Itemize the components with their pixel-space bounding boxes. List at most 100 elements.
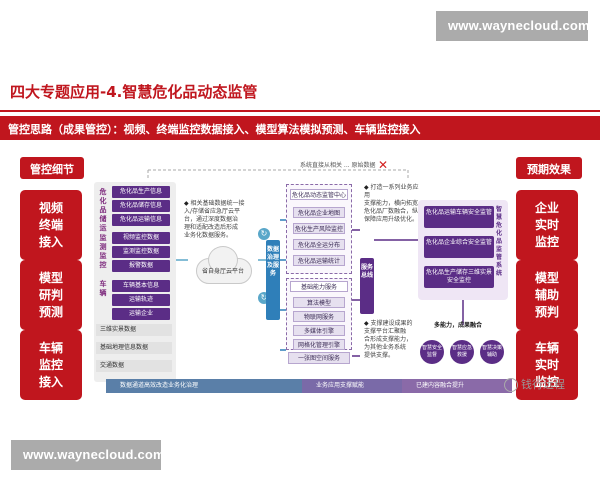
left-box-line: 终端 (38, 217, 63, 232)
refresh-icon: ↻ (258, 228, 270, 240)
right-box-line: 模型 (534, 270, 559, 285)
bottom-bar-support: 业务应用支撑赋能 (302, 379, 402, 393)
fusion-label: 多能力，成果融合 (434, 322, 483, 329)
left-box-video: 视频终端接入 (20, 190, 82, 260)
top-flow-label: 系统直接从相关 ... 原始数据 (300, 162, 376, 169)
note-app-capability: ◆ 打造一系列业务应用 支撑能力，横向拓宽 危化品厂数融合，纵向 保障应用升级优… (364, 184, 425, 223)
architecture-diagram: 系统直接从相关 ... 原始数据 ✕ 危化品储运 危化品生产信息 危化品储存信息… (88, 158, 512, 400)
center-item: 危化品运输统计 (293, 255, 345, 266)
page-title: 四大专题应用-4.智慧危化品动态监管 (10, 83, 258, 101)
supervision-system-panel: 智慧危化品监管系统 危化品运输车辆安全监管 危化品企业综合安全监管 危化品生产储… (418, 200, 508, 300)
left-header: 管控细节 (20, 157, 84, 179)
note-line: 合形成支撑能力， (364, 336, 413, 343)
note-line: 危化品厂数融合，纵向 (364, 208, 425, 215)
capability-item: 物联网服务 (293, 311, 345, 322)
logo-icon (504, 378, 518, 392)
note-data-integration: ◆ 相关基础数据统一接 入/存储省应急厅云平 台，通过深度数据治 理和适配改造后… (184, 200, 245, 239)
source-item: 危化品储存信息 (112, 200, 170, 212)
top-flow: 系统直接从相关 ... 原始数据 ✕ (178, 158, 478, 172)
hex-decision: 智慧决策辅助 (480, 340, 504, 364)
cloud-platform-icon: 省自身厅云平台 (188, 246, 258, 286)
note-support: ◆ 支撑建设成果的 支撑平台汇聚融 合形成支撑能力， 为其他业务系统 提供支撑。 (364, 320, 413, 359)
bottom-bar-fusion: 已建内容融合提升 (402, 379, 512, 393)
note-line: 业务化数据服务。 (184, 232, 233, 239)
right-box-line: 车辆 (534, 340, 559, 355)
supervision-center-box: 危化品动态监管中心 危化品企业地图 危化生产风险监控 危化品全运分布 危化品运输… (286, 184, 352, 274)
platform-label: 智慧危化品监管系统 (496, 206, 503, 277)
right-box-line: 辅助 (534, 287, 559, 302)
right-box-line: 实时 (534, 357, 559, 372)
note-line: 理和适配改造后形成 (184, 224, 239, 231)
source-item: 监测监控数据 (112, 246, 170, 258)
box-title: 基础能力服务 (290, 281, 348, 292)
source-item: 运输企业 (112, 308, 170, 320)
source-item: 车辆基本信息 (112, 280, 170, 292)
center-item: 危化品全运分布 (293, 239, 345, 250)
note-line: 台，通过深度数据治 (184, 216, 239, 223)
note-line: 支撑平台汇聚融 (364, 328, 407, 335)
watermark-bottom: www.waynecloud.com (11, 440, 165, 470)
source-item: 视频监控数据 (112, 232, 170, 244)
left-box-line: 视频 (38, 200, 63, 215)
left-box-line: 接入 (38, 374, 63, 389)
left-box-model: 模型研判预测 (20, 260, 82, 330)
title-divider (0, 110, 600, 112)
capability-item: 网格化管理引擎 (293, 339, 345, 350)
right-box-model: 模型辅助预判 (516, 260, 578, 330)
right-box-line: 企业 (534, 200, 559, 215)
left-box-line: 模型 (38, 270, 63, 285)
vbar-data-governance: 数据治理及服务 (266, 240, 280, 320)
source-logo: 钱行远程 (504, 376, 565, 392)
group-label-vehicle: 车辆 (99, 280, 107, 297)
left-box-line: 车辆 (38, 340, 63, 355)
right-box-line: 预判 (534, 304, 559, 319)
right-box-line: 监控 (534, 234, 559, 249)
cross-icon: ✕ (378, 158, 389, 172)
note-line: 支撑建设成果的 (370, 320, 413, 327)
cloud-label: 省自身厅云平台 (201, 268, 244, 275)
group-label-monitor: 监测监控 (99, 234, 107, 269)
plain-source-item: 交通数据 (96, 360, 172, 372)
platform-item: 危化品生产储存三维实景安全监控 (424, 266, 494, 288)
note-line: 相关基础数据统一接 (190, 200, 245, 207)
watermark-top: www.waynecloud.com (436, 11, 590, 41)
source-item: 危化品生产信息 (112, 186, 170, 198)
source-item: 运输轨迹 (112, 294, 170, 306)
vbar-service-bus: 服务总线 (360, 258, 374, 314)
note-line: 打造一系列业务应用 (364, 184, 419, 199)
right-box-enterprise: 企业实时监控 (516, 190, 578, 260)
left-box-line: 监控 (38, 357, 63, 372)
spatial-service-item: 一张图空间服务 (288, 352, 350, 364)
bottom-bar-data: 数据通道高效改造业务化治理 (106, 379, 302, 393)
diagram-connectors (147, 169, 464, 379)
right-header: 预期效果 (516, 157, 582, 179)
capability-item: 多媒体引擎 (293, 325, 345, 336)
box-title: 危化品动态监管中心 (290, 189, 348, 200)
plain-source-item: 三维实景数据 (96, 324, 172, 336)
hex-rescue: 智慧应急救援 (450, 340, 474, 364)
management-idea-banner: 管控思路（成果管控）：视频、终端监控数据接入、模型算法模拟预测、车辆监控接入 (0, 116, 600, 140)
left-box-vehicle: 车辆监控接入 (20, 330, 82, 400)
logo-text: 钱行远程 (521, 378, 565, 391)
left-box-line: 预测 (38, 304, 63, 319)
left-box-line: 接入 (38, 234, 63, 249)
right-box-vehicle: 车辆实时监控 (516, 330, 578, 400)
note-line: 提供支撑。 (364, 352, 395, 359)
base-capability-box: 基础能力服务 算法模型 物联网服务 多媒体引擎 网格化管理引擎 (286, 278, 352, 350)
note-line: 为其他业务系统 (364, 344, 407, 351)
source-item: 报警数据 (112, 260, 170, 272)
group-label-storage: 危化品储运 (99, 188, 107, 232)
plain-source-item: 基础地理信息数据 (96, 342, 172, 354)
center-item: 危化生产风险监控 (293, 223, 345, 234)
center-item: 危化品企业地图 (293, 207, 345, 218)
right-box-line: 监控 (534, 374, 559, 389)
note-line: 入/存储省应急厅云平 (184, 208, 241, 215)
source-item: 危化品运输信息 (112, 214, 170, 226)
right-box-line: 实时 (534, 217, 559, 232)
note-line: 保障应用升级优化。 (364, 216, 419, 223)
capability-item: 算法模型 (293, 297, 345, 308)
left-box-line: 研判 (38, 287, 63, 302)
note-line: 支撑能力，横向拓宽 (364, 200, 419, 207)
hex-safety: 智慧安全监督 (420, 340, 444, 364)
platform-item: 危化品企业综合安全监管 (424, 236, 494, 258)
